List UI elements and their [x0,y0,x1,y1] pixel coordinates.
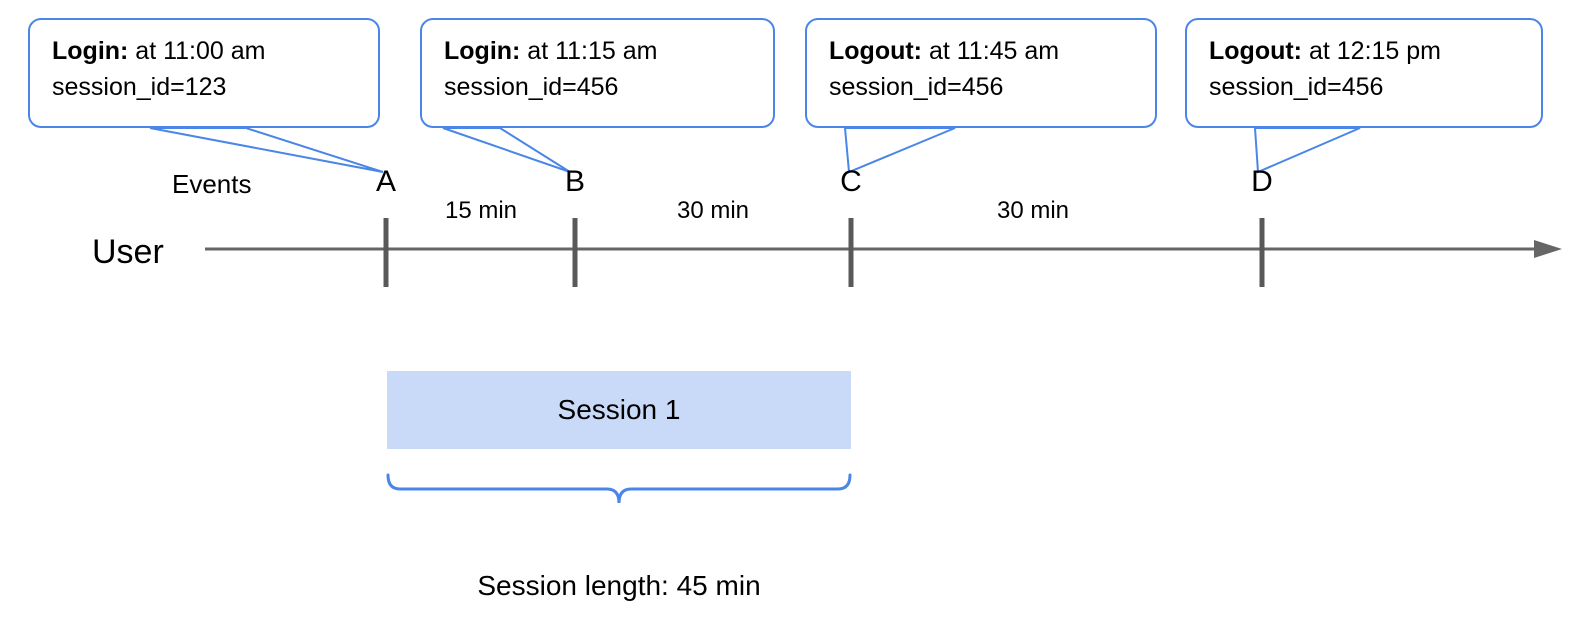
callout-b-line1: Login: at 11:15 am [444,34,755,70]
callout-tail-b [442,127,571,173]
callout-d-session: session_id=456 [1209,72,1384,101]
callout-b-time: at 11:15 am [520,37,658,65]
callout-d-time: at 12:15 pm [1302,37,1441,65]
callout-bubble-b: Login: at 11:15 am session_id=456 [420,18,775,128]
callout-bubble-a: Login: at 11:00 am session_id=123 [28,18,380,128]
interval-label-c-d: 30 min [996,197,1070,224]
callout-c-time: at 11:45 am [922,37,1060,65]
marker-label-c: C [840,165,862,198]
callout-a-time: at 11:00 am [128,37,266,65]
callout-c-event: Logout: [829,37,923,65]
callout-a-event: Login: [52,37,129,65]
callout-a-session: session_id=123 [52,72,227,101]
session-length-caption: Session length: 45 min [477,570,761,601]
marker-label-b: B [564,165,585,198]
lane-label-user: User [92,233,164,271]
callout-c-session: session_id=456 [829,72,1004,101]
callout-b-session: session_id=456 [444,72,619,101]
row-label-events: Events [172,169,252,199]
callout-d-line1: Logout: at 12:15 pm [1209,34,1523,70]
session-bar: Session 1 [387,371,851,449]
callout-bubble-d: Logout: at 12:15 pm session_id=456 [1185,18,1543,128]
session-brace [386,473,852,504]
interval-label-a-b: 15 min [444,197,518,224]
callout-b-event: Login: [444,37,521,65]
callout-d-event: Logout: [1209,37,1303,65]
timeline-arrow-icon [1534,240,1562,258]
callout-c-line1: Logout: at 11:45 am [829,34,1137,70]
callout-tail-a [149,127,384,173]
callout-bubble-c: Logout: at 11:45 am session_id=456 [805,18,1157,128]
callout-a-line1: Login: at 11:00 am [52,34,360,70]
interval-label-b-c: 30 min [676,197,750,224]
marker-label-d: D [1251,165,1273,198]
session-bar-label: Session 1 [557,394,681,425]
marker-label-a: A [375,165,396,198]
